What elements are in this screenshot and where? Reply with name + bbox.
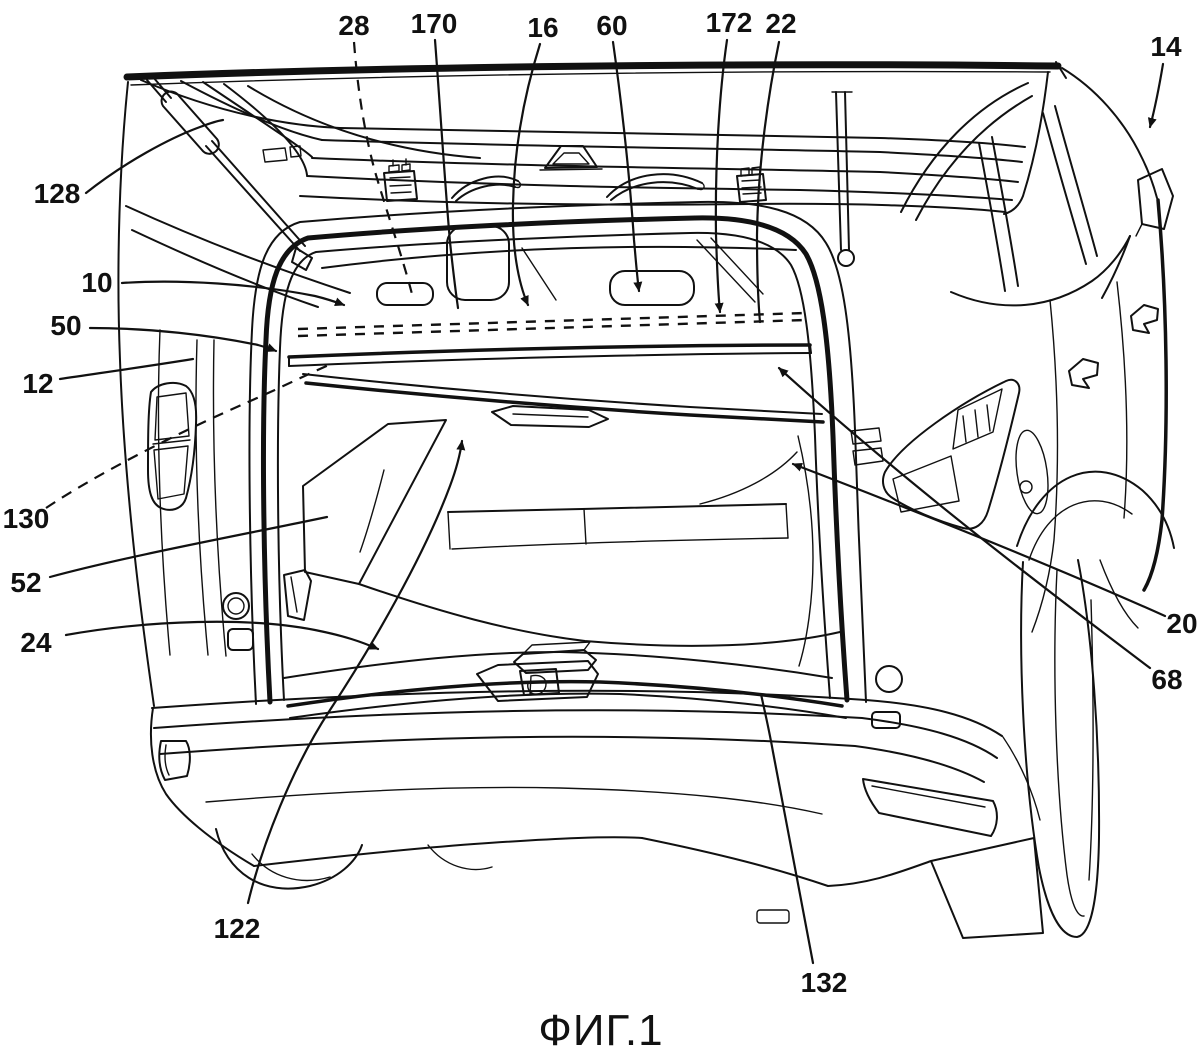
cargo-cover — [287, 343, 825, 428]
leader-14 — [1147, 62, 1165, 129]
ref-label-22: 22 — [765, 8, 796, 39]
leader-28 — [352, 41, 415, 299]
ref-label-130: 130 — [3, 503, 50, 534]
liftgate-latch-right — [736, 166, 767, 203]
rear-seats — [321, 225, 797, 306]
leader-12 — [58, 357, 195, 381]
leader-130 — [45, 362, 332, 509]
liftgate-opening-frame — [248, 200, 867, 705]
leader-132 — [759, 692, 815, 965]
liftgate-handle-cup — [539, 145, 603, 171]
leader-52 — [48, 515, 329, 579]
ref-label-128: 128 — [34, 178, 81, 209]
leader-122 — [246, 439, 466, 905]
ref-label-12: 12 — [22, 368, 53, 399]
sill-and-latch — [222, 592, 903, 729]
rear-bumper — [149, 689, 1041, 924]
wheel-right — [930, 470, 1175, 939]
leader-10 — [120, 280, 346, 307]
taillight-left — [147, 381, 198, 511]
leader-16 — [511, 42, 542, 307]
cargo-area — [283, 419, 841, 667]
leader-68 — [777, 366, 1152, 670]
ref-label-50: 50 — [50, 310, 81, 341]
ref-label-14: 14 — [1150, 31, 1182, 62]
leader-172 — [714, 38, 729, 314]
left-quarter-panel — [117, 81, 351, 707]
ref-label-28: 28 — [338, 10, 369, 41]
ref-label-172: 172 — [706, 7, 753, 38]
liftgate-latch-left — [383, 158, 418, 202]
leader-lines — [45, 38, 1167, 965]
leader-60 — [611, 40, 643, 293]
ref-label-68: 68 — [1151, 664, 1182, 695]
ref-label-16: 16 — [527, 12, 558, 43]
liftgate-grab-arms — [451, 173, 705, 202]
ref-label-24: 24 — [20, 627, 52, 658]
leader-170 — [433, 38, 460, 310]
ref-label-52: 52 — [10, 567, 41, 598]
wheel-left — [215, 828, 493, 890]
gas-strut-right — [831, 91, 855, 267]
liftgate-roof-edge — [123, 61, 1067, 86]
leader-24 — [64, 620, 380, 651]
door-handle-rear — [1068, 358, 1099, 389]
hidden-cover-edge-dotted — [297, 311, 807, 338]
leader-128 — [84, 118, 225, 195]
taillight-right — [850, 378, 1049, 530]
ref-label-60: 60 — [596, 10, 627, 41]
ref-label-20: 20 — [1166, 608, 1197, 639]
reference-numerals: 28 170 16 60 172 22 14 128 10 50 12 130 … — [3, 7, 1198, 998]
ref-label-132: 132 — [801, 967, 848, 998]
gas-strut-left — [146, 76, 313, 271]
ref-label-122: 122 — [214, 913, 261, 944]
right-body-side — [900, 67, 1174, 633]
ref-label-170: 170 — [411, 8, 458, 39]
liftgate-inner-panel — [140, 71, 1049, 215]
leader-50 — [88, 326, 278, 353]
leader-20 — [791, 462, 1167, 618]
leader-22 — [755, 40, 781, 324]
figure-caption: ФИГ.1 — [538, 1006, 663, 1049]
ref-label-10: 10 — [81, 267, 112, 298]
door-handle-front — [1130, 304, 1159, 334]
